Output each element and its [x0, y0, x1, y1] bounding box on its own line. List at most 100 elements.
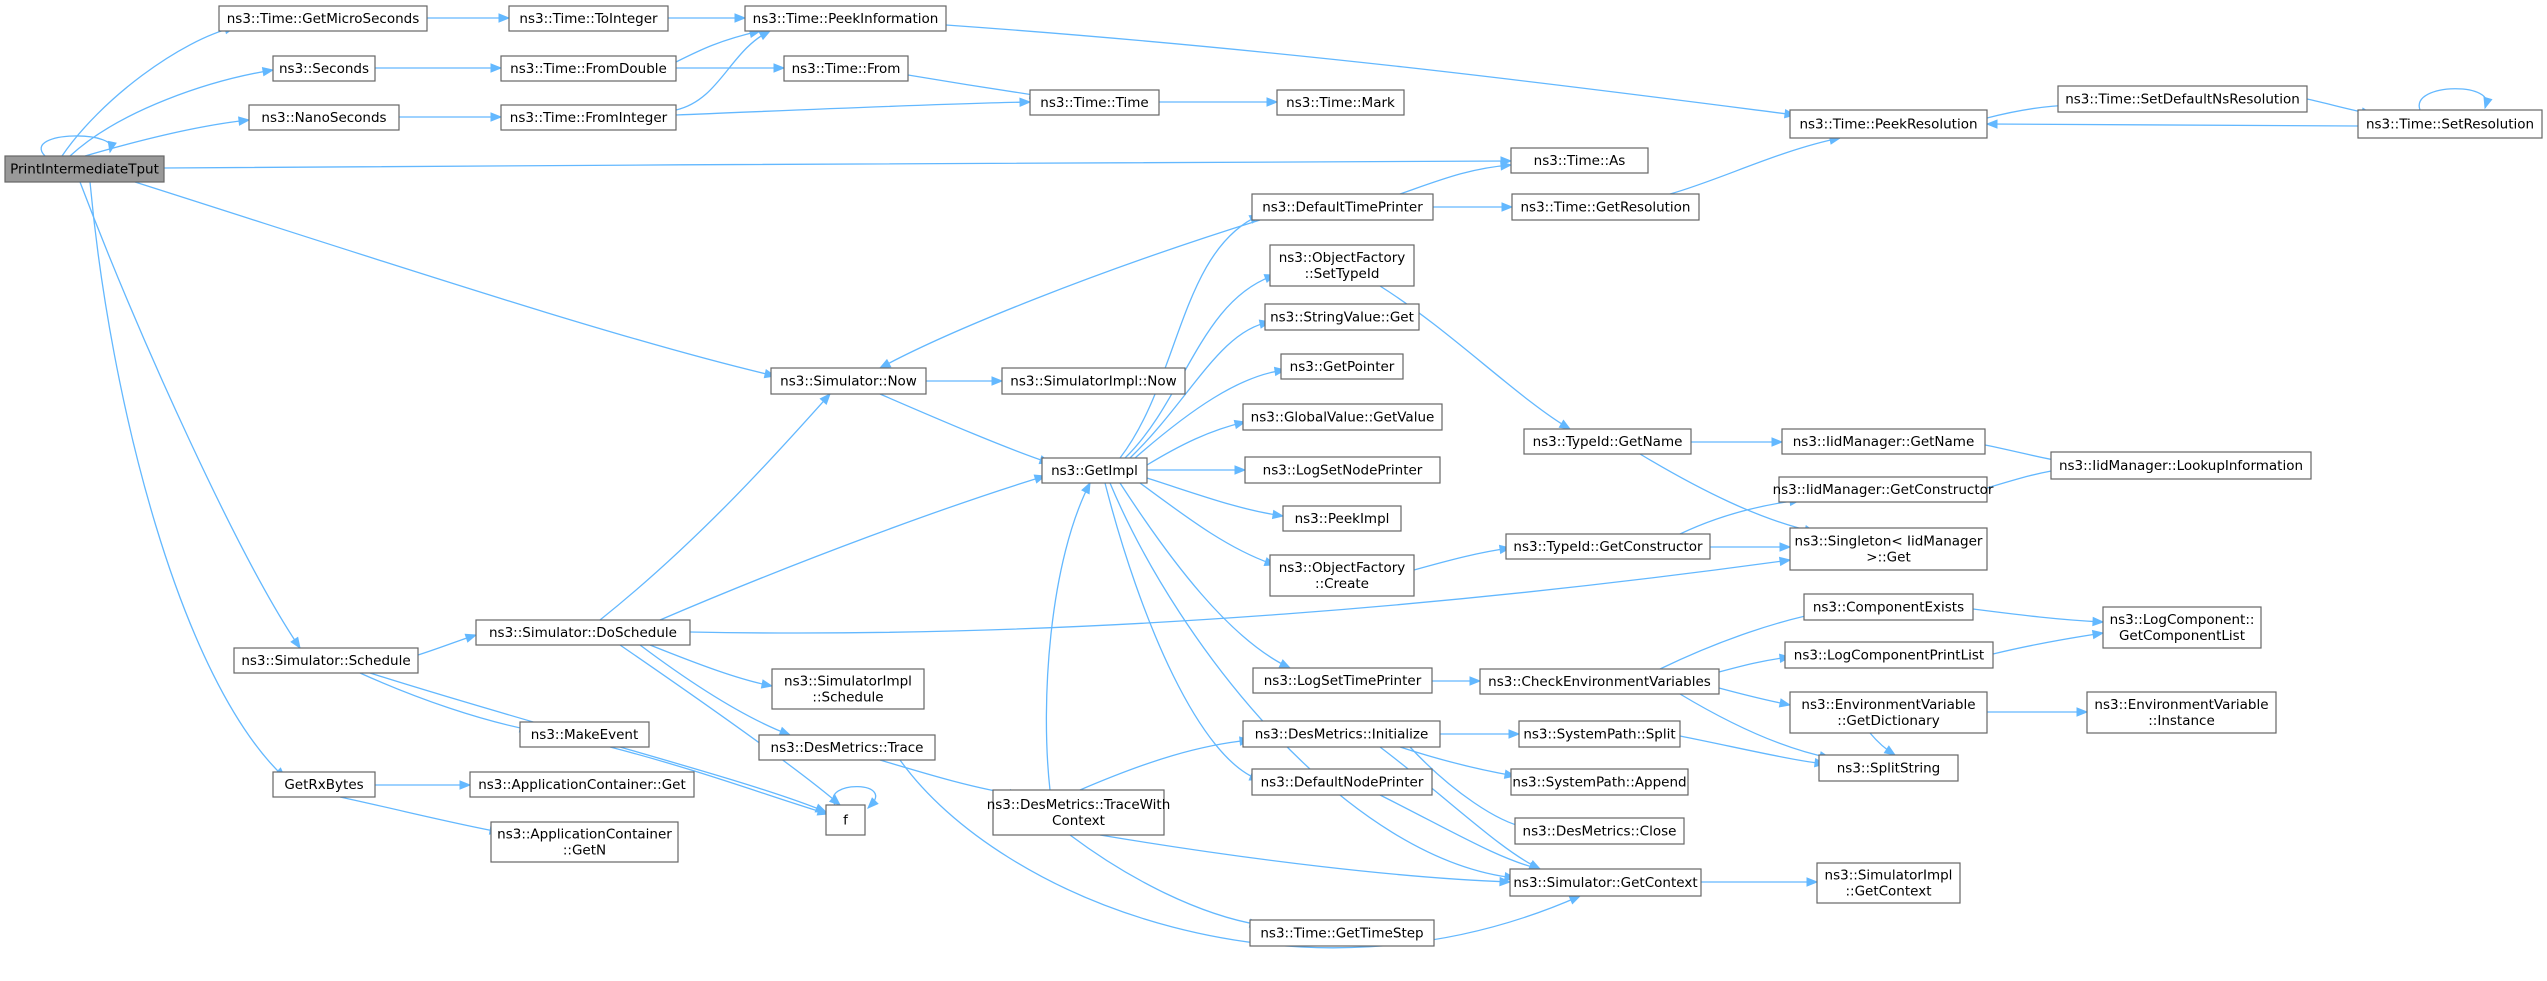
node-label: ns3::Time::PeekResolution — [1799, 117, 1977, 133]
node-logsettime[interactable]: ns3::LogSetTimePrinter — [1252, 667, 1433, 694]
node-checkenv[interactable]: ns3::CheckEnvironmentVariables — [1479, 668, 1720, 695]
node-iidgetctor[interactable]: ns3::IidManager::GetConstructor — [1773, 476, 1994, 503]
node-singleton[interactable]: ns3::Singleton< IidManager>::Get — [1789, 527, 1988, 571]
edge-root-to-seconds — [69, 67, 275, 157]
node-fromdouble[interactable]: ns3::Time::FromDouble — [500, 55, 677, 82]
node-getpointer[interactable]: ns3::GetPointer — [1280, 353, 1404, 380]
node-envinstance[interactable]: ns3::EnvironmentVariable::Instance — [2086, 691, 2277, 734]
edge-simgetctx-to-simimplgetctx — [1701, 877, 1819, 887]
node-label: ns3::LogComponentPrintList — [1794, 648, 1984, 664]
node-frominteger[interactable]: ns3::Time::FromInteger — [500, 104, 677, 131]
node-ofsettypeid[interactable]: ns3::ObjectFactory::SetTypeId — [1269, 244, 1415, 287]
node-iidgetname[interactable]: ns3::IidManager::GetName — [1781, 428, 1986, 455]
node-label: PrintIntermediateTput — [10, 162, 159, 178]
node-f[interactable]: f — [825, 804, 866, 836]
node-defaultnodeprinter[interactable]: ns3::DefaultNodePrinter — [1251, 768, 1433, 796]
node-label: ns3::GlobalValue::GetValue — [1251, 410, 1435, 426]
node-getres[interactable]: ns3::Time::GetResolution — [1511, 193, 1700, 221]
node-timetime[interactable]: ns3::Time::Time — [1029, 89, 1160, 116]
node-label: ns3::LogSetNodePrinter — [1263, 463, 1423, 479]
node-typeidgetctor[interactable]: ns3::TypeId::GetConstructor — [1505, 533, 1711, 560]
node-ofcreate[interactable]: ns3::ObjectFactory::Create — [1269, 554, 1415, 597]
node-label: ns3::NanoSeconds — [261, 110, 386, 126]
edge-ofcreate-to-typeidgetctor — [1413, 544, 1512, 571]
node-peekimpl[interactable]: ns3::PeekImpl — [1282, 505, 1402, 532]
edge-seconds-to-fromdouble — [375, 63, 503, 73]
node-label: ns3::GetImpl — [1051, 463, 1138, 479]
node-label: ns3::SystemPath::Append — [1512, 775, 1686, 791]
node-simschedule[interactable]: ns3::Simulator::Schedule — [233, 647, 419, 674]
node-peekinfo[interactable]: ns3::Time::PeekInformation — [744, 5, 947, 32]
edge-makeevent-to-f — [609, 746, 830, 816]
node-tointeger[interactable]: ns3::Time::ToInteger — [508, 5, 669, 32]
edge-root-to-as — [163, 156, 1513, 169]
node-logsetnode[interactable]: ns3::LogSetNodePrinter — [1244, 456, 1441, 484]
edge-frominteger-to-timetime — [675, 97, 1032, 116]
node-typeidgetname[interactable]: ns3::TypeId::GetName — [1523, 428, 1692, 455]
node-from[interactable]: ns3::Time::From — [783, 55, 909, 82]
node-desmetricstrace[interactable]: ns3::DesMetrics::Trace — [758, 734, 936, 761]
node-appgetn[interactable]: ns3::ApplicationContainer::GetN — [490, 821, 679, 863]
node-seconds[interactable]: ns3::Seconds — [272, 55, 376, 82]
node-label: ns3::DesMetrics::TraceWith — [987, 797, 1171, 813]
node-label: ns3::SimulatorImpl — [784, 674, 912, 690]
node-getimpl[interactable]: ns3::GetImpl — [1041, 457, 1148, 484]
edge-root-to-root — [40, 135, 117, 157]
node-globalvalue[interactable]: ns3::GlobalValue::GetValue — [1242, 403, 1443, 431]
edge-getimpl-to-logsetnode — [1147, 465, 1247, 475]
edge-from-to-timetime — [907, 74, 1042, 100]
node-label: ns3::SplitString — [1837, 761, 1941, 777]
node-setdefns[interactable]: ns3::Time::SetDefaultNsResolution — [2057, 85, 2308, 113]
node-nanoseconds[interactable]: ns3::NanoSeconds — [248, 104, 400, 131]
node-logcompprint[interactable]: ns3::LogComponentPrintList — [1784, 641, 1994, 669]
node-desinit[interactable]: ns3::DesMetrics::Initialize — [1242, 720, 1441, 748]
edge-getimpl-to-logsettime — [1119, 482, 1292, 669]
node-stringvalueget[interactable]: ns3::StringValue::Get — [1264, 303, 1420, 331]
node-syssplit[interactable]: ns3::SystemPath::Split — [1518, 720, 1681, 748]
node-defaulttimeprinter[interactable]: ns3::DefaultTimePrinter — [1251, 193, 1434, 221]
edge-frominteger-to-peekinfo — [675, 30, 772, 111]
node-label: ns3::DesMetrics::Trace — [771, 740, 924, 756]
node-label: ns3::Time::GetTimeStep — [1260, 926, 1423, 942]
node-getrxbytes[interactable]: GetRxBytes — [272, 771, 376, 798]
node-desclose[interactable]: ns3::DesMetrics::Close — [1514, 817, 1685, 845]
node-iidlookup[interactable]: ns3::IidManager::LookupInformation — [2050, 451, 2312, 480]
node-logcomplist[interactable]: ns3::LogComponent::GetComponentList — [2102, 606, 2262, 649]
node-getmicro[interactable]: ns3::Time::GetMicroSeconds — [218, 5, 428, 32]
node-splitstring[interactable]: ns3::SplitString — [1818, 754, 1959, 782]
edge-setres-to-peekres — [1985, 119, 2359, 129]
node-envgetdict[interactable]: ns3::EnvironmentVariable::GetDictionary — [1789, 691, 1988, 734]
node-simimplschedule[interactable]: ns3::SimulatorImpl::Schedule — [771, 668, 925, 710]
node-makeevent[interactable]: ns3::MakeEvent — [519, 721, 650, 748]
node-simimplgetctx[interactable]: ns3::SimulatorImpl::GetContext — [1816, 862, 1961, 904]
node-simnow[interactable]: ns3::Simulator::Now — [770, 367, 927, 395]
node-as[interactable]: ns3::Time::As — [1510, 147, 1649, 174]
edge-envgetdict-to-envinstance — [1987, 707, 2089, 717]
edge-nanoseconds-to-frominteger — [399, 112, 503, 122]
node-setres[interactable]: ns3::Time::SetResolution — [2357, 109, 2543, 139]
node-label: ns3::Time::SetDefaultNsResolution — [2065, 92, 2300, 108]
node-simgetctx[interactable]: ns3::Simulator::GetContext — [1509, 868, 1702, 897]
node-doschedule[interactable]: ns3::Simulator::DoSchedule — [475, 619, 691, 646]
edge-doschedule-to-singleton — [689, 556, 1792, 634]
node-sysappend[interactable]: ns3::SystemPath::Append — [1510, 768, 1689, 796]
node-label: ns3::Time::As — [1534, 153, 1626, 169]
node-mark[interactable]: ns3::Time::Mark — [1276, 89, 1405, 116]
node-label: ns3::IidManager::GetConstructor — [1773, 482, 1994, 498]
node-compexists[interactable]: ns3::ComponentExists — [1803, 593, 1974, 621]
node-gettimestep[interactable]: ns3::Time::GetTimeStep — [1249, 919, 1435, 947]
node-label: ns3::PeekImpl — [1295, 511, 1390, 527]
edge-logsettime-to-checkenv — [1432, 676, 1482, 686]
node-label: ::GetDictionary — [1837, 713, 1939, 729]
node-appget[interactable]: ns3::ApplicationContainer::Get — [469, 771, 695, 798]
node-label: ns3::TypeId::GetName — [1533, 434, 1683, 450]
node-label: ns3::DefaultTimePrinter — [1262, 200, 1423, 216]
edge-root-to-simnow — [134, 181, 777, 379]
edge-checkenv-to-envgetdict — [1718, 687, 1792, 708]
node-peekres[interactable]: ns3::Time::PeekResolution — [1789, 109, 1988, 139]
node-root[interactable]: PrintIntermediateTput — [4, 155, 165, 183]
edge-envgetdict-to-splitstring — [1869, 732, 1897, 756]
edge-getimpl-to-ofcreate — [1139, 482, 1277, 567]
node-simimplnow[interactable]: ns3::SimulatorImpl::Now — [1001, 367, 1186, 395]
